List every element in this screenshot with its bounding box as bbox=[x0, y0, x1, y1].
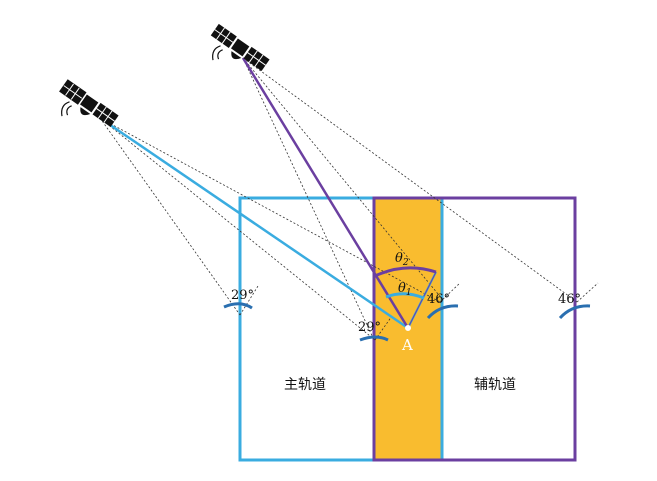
theta1-arc bbox=[385, 292, 425, 300]
angle-label-29-left: 29° bbox=[231, 288, 254, 303]
aux-track-rect bbox=[372, 196, 577, 462]
main-track-rect bbox=[238, 196, 444, 462]
satellite-icon bbox=[210, 23, 270, 71]
aux-track-label: 辅轨道 bbox=[474, 377, 516, 393]
angle-arc-46-center bbox=[426, 304, 459, 320]
angle-label-46-right: 46° bbox=[558, 292, 581, 307]
angle-label-46-center: 46° bbox=[427, 292, 450, 307]
top-satellite-dashed-lines bbox=[242, 57, 578, 341]
point-a-marker bbox=[405, 325, 411, 331]
theta2-arc bbox=[374, 266, 437, 278]
satellite-icon bbox=[59, 79, 119, 127]
left-satellite-dashed-lines bbox=[99, 117, 441, 341]
theta2-label: θ2 bbox=[395, 251, 409, 268]
blue-signal-line bbox=[99, 116, 409, 330]
theta2-right-ray bbox=[407, 271, 437, 329]
theta1-label: θ1 bbox=[398, 281, 412, 298]
point-a-label: A bbox=[401, 336, 413, 354]
angle-label-29-center: 29° bbox=[358, 320, 381, 335]
purple-signal-line bbox=[241, 57, 410, 329]
angle-arc-29-center bbox=[359, 335, 389, 342]
main-track-label: 主轨道 bbox=[284, 377, 326, 393]
angle-arc-46-right bbox=[558, 304, 591, 320]
angle-arc-29-left bbox=[223, 302, 253, 310]
